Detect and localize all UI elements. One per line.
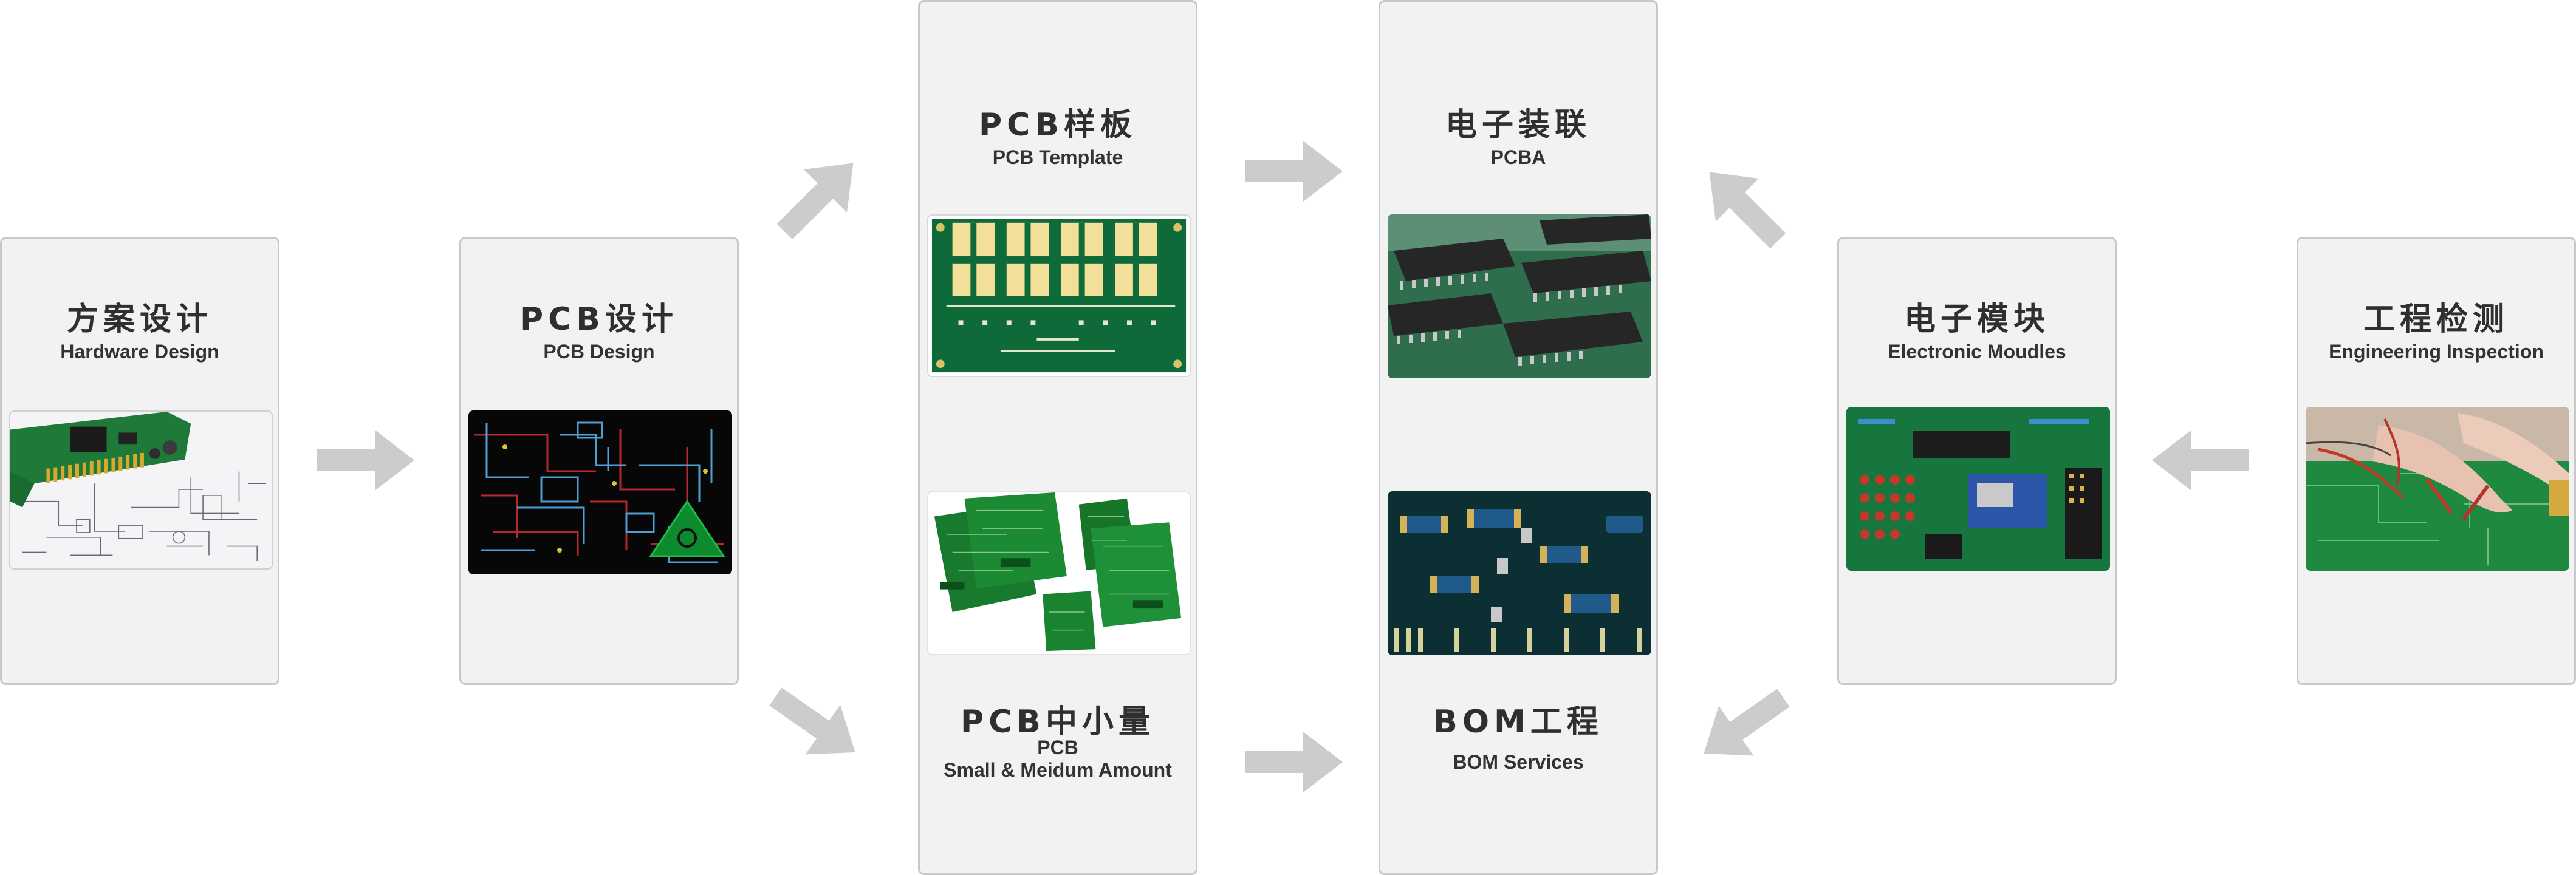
inspection-probe-image bbox=[2306, 407, 2569, 571]
card-engineering-inspection: 工程检测 Engineering Inspection bbox=[2297, 237, 2576, 685]
card-title: PCB样板 bbox=[979, 107, 1137, 143]
card-title: 电子模块 bbox=[1903, 301, 2050, 338]
card-subtitle: PCB Design bbox=[543, 341, 655, 363]
card-subtitle: Electronic Moudles bbox=[1888, 341, 2066, 363]
card-electronic-modules: 电子模块 Electronic Moudles bbox=[1837, 237, 2117, 685]
card-pcb-template: PCB样板 PCB Template bbox=[918, 0, 1197, 875]
card-subtitle: Hardware Design bbox=[60, 341, 219, 363]
pcb-layout-image bbox=[468, 410, 732, 574]
card-title: 工程检测 bbox=[2363, 301, 2509, 338]
arrow-right bbox=[317, 430, 414, 491]
card-title: 电子装联 bbox=[1445, 107, 1591, 143]
card-subtitle: PCB Small & Meidum Amount bbox=[944, 737, 1172, 781]
card-title: BOM工程 bbox=[1433, 704, 1603, 740]
arrow-down-right bbox=[758, 672, 872, 777]
electronic-module-image bbox=[1846, 407, 2110, 571]
smd-components-image bbox=[1388, 491, 1651, 655]
card-pcba: 电子装联 PCBA bbox=[1379, 0, 1658, 875]
arrow-left bbox=[2152, 430, 2249, 491]
card-hardware-design: 方案设计 Hardware Design bbox=[0, 237, 279, 685]
card-subtitle: Engineering Inspection bbox=[2329, 341, 2544, 363]
card-title: PCB设计 bbox=[520, 301, 678, 338]
arrow-right bbox=[1245, 141, 1343, 202]
arrow-right bbox=[1245, 732, 1343, 792]
pcb-template-board-image bbox=[927, 214, 1191, 377]
pcba-chips-image bbox=[1388, 214, 1651, 378]
card-title: PCB中小量 bbox=[961, 704, 1155, 740]
card-subtitle: BOM Services bbox=[1453, 751, 1584, 773]
card-title: 方案设计 bbox=[66, 301, 213, 338]
card-pcb-design: PCB设计 PCB Design bbox=[459, 237, 739, 685]
card-subtitle: PCBA bbox=[1490, 146, 1546, 168]
card-subtitle: PCB Template bbox=[992, 146, 1123, 168]
green-pcb-boards-image bbox=[927, 491, 1191, 655]
hardware-schematic-image bbox=[9, 410, 273, 570]
arrow-down-left bbox=[1687, 673, 1801, 778]
arrow-up-left bbox=[1688, 151, 1800, 262]
arrow-up-right bbox=[763, 141, 875, 253]
